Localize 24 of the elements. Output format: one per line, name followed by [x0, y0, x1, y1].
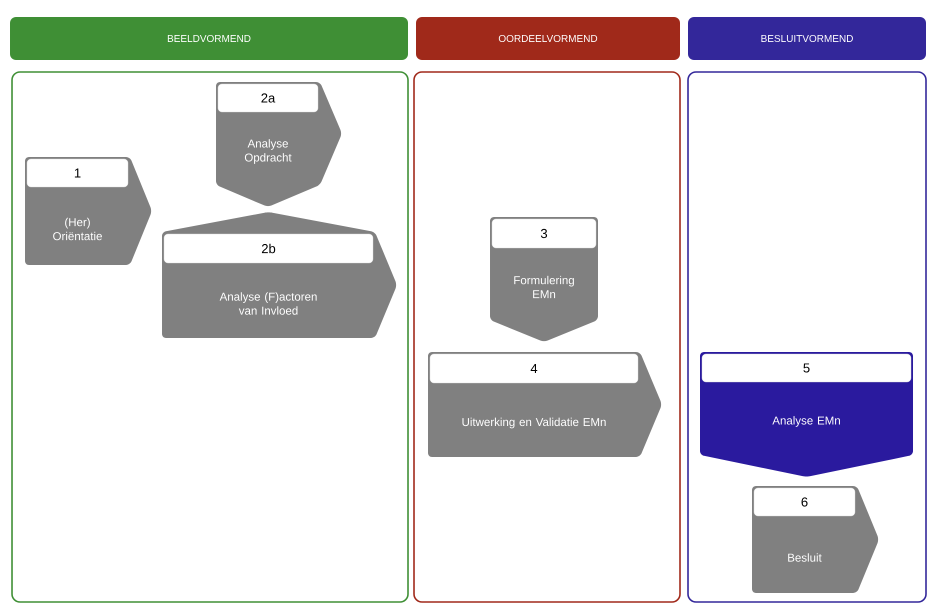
process-box [162, 212, 396, 338]
step-label: Uitwerking en Validatie EMn [462, 418, 606, 428]
process-box [700, 352, 913, 477]
process-box [752, 486, 878, 593]
number-tab: 2b [164, 234, 374, 264]
number-tab: 1 [26, 158, 128, 188]
process-box [428, 352, 662, 457]
process-box [216, 82, 342, 206]
phase-header: BESLUITVORMEND [688, 17, 926, 60]
step-label: (Her) Oriëntatie [53, 218, 102, 240]
step-label: Analyse (F)actoren van Invloed [220, 292, 317, 315]
number-tab: 6 [754, 488, 856, 516]
process-box [25, 157, 152, 265]
step-label: Besluit [788, 553, 822, 562]
phase-header: OORDEELVORMEND [416, 17, 680, 60]
step-label: Analyse Opdracht [244, 139, 292, 164]
number-tab: 5 [702, 354, 912, 382]
process-box [490, 217, 598, 342]
number-tab: 4 [430, 354, 638, 384]
phase-header: BEELDVORMEND [10, 17, 408, 60]
step-label: Analyse EMn [772, 416, 840, 427]
number-tab: 2a [218, 84, 318, 112]
number-tab: 3 [492, 218, 596, 248]
step-label: Formulering EMn [514, 276, 574, 298]
